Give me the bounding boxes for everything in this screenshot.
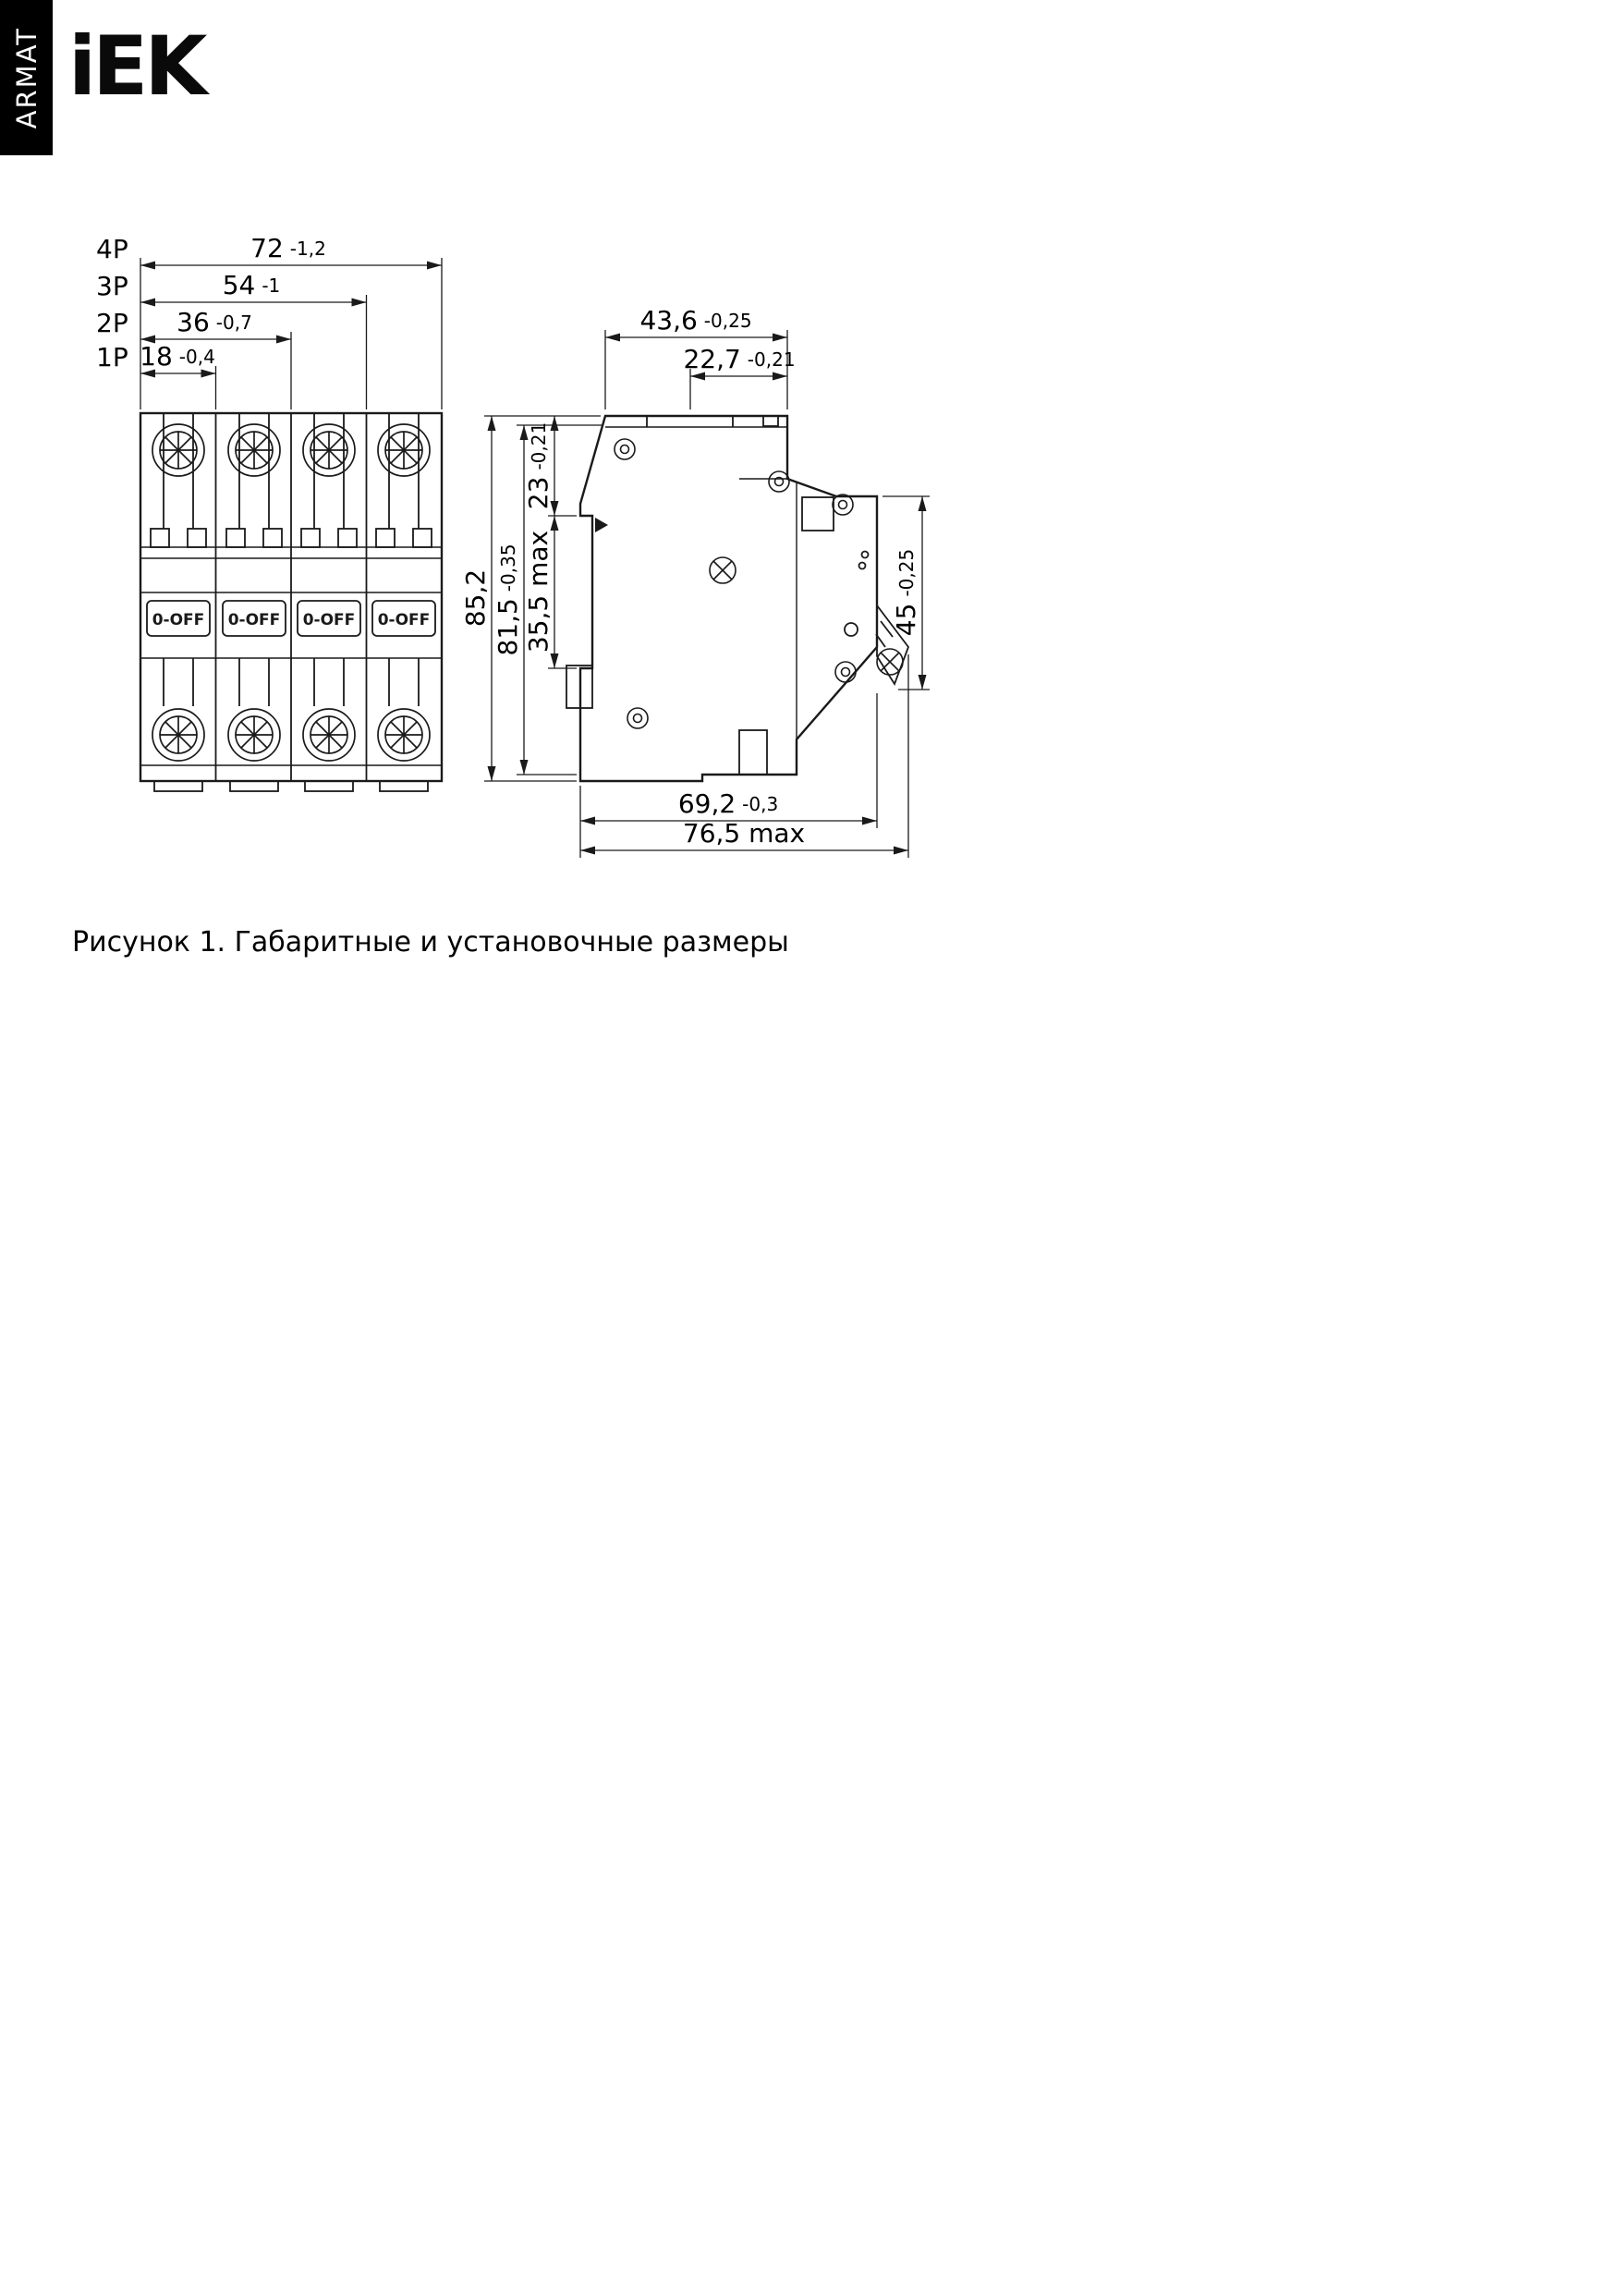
dim-back-offset: 23-0,21	[523, 422, 554, 509]
rivet	[709, 556, 736, 584]
dim-top-width: 43,6-0,25	[639, 305, 751, 336]
din-clip	[566, 665, 593, 709]
rivet	[832, 494, 854, 516]
dim-body-height: 81,5-0,35	[493, 543, 523, 655]
dim-depth: 69,2-0,3	[678, 788, 778, 819]
pole-label-2p: 2P	[96, 308, 128, 338]
mount-foot	[153, 780, 203, 792]
figure-caption: Рисунок 1. Габаритные и установочные раз…	[72, 926, 789, 959]
rivet	[614, 438, 636, 460]
terminal-screw	[377, 708, 431, 762]
pole-1	[146, 413, 211, 792]
pole-label-1p: 1P	[96, 342, 128, 372]
terminal-screw	[152, 708, 205, 762]
front-window	[801, 496, 834, 531]
dim-upper-width: 22,7-0,21	[683, 344, 795, 374]
dim-front-height: 45-0,25	[891, 549, 921, 636]
bottom-slot	[738, 729, 768, 776]
front-view	[139, 411, 444, 792]
lever	[876, 603, 910, 687]
toggle-handle	[222, 600, 286, 637]
brand-sidebar: ARMAT	[0, 0, 53, 155]
toggle-labels: 0-OFF 0-OFF 0-OFF 0-OFF	[152, 611, 431, 629]
rivet	[834, 661, 857, 683]
toggle-label: 0-OFF	[303, 611, 356, 629]
toggle-label: 0-OFF	[152, 611, 205, 629]
pole-2	[222, 413, 286, 792]
dim-total-height: 85,2	[460, 569, 491, 627]
pole-4	[371, 413, 436, 792]
brand-logo: iEK	[68, 18, 207, 114]
dimension-drawing: 4P 3P 2P 1P 72-1,2 54-1 36-0,7 18-0,4 43…	[96, 233, 930, 858]
dim-width-1p: 18-0,4	[140, 341, 215, 372]
toggle-handle	[146, 600, 211, 637]
dim-width-2p: 36-0,7	[177, 307, 252, 337]
dim-max-depth: 76,5 max	[683, 818, 805, 849]
terminal-screw	[302, 708, 356, 762]
terminal-screw	[302, 423, 356, 477]
pole-label-3p: 3P	[96, 271, 128, 301]
terminal-screw	[227, 708, 281, 762]
rail-catch	[595, 518, 608, 532]
dimension-lines	[140, 258, 930, 858]
toggle-handle	[297, 600, 361, 637]
side-view	[566, 414, 910, 783]
pole-label-4p: 4P	[96, 234, 128, 264]
mount-foot	[379, 780, 429, 792]
rivet	[627, 707, 649, 729]
pole-3	[297, 413, 361, 792]
toggle-label: 0-OFF	[228, 611, 281, 629]
terminal-screw	[152, 423, 205, 477]
dim-width-4p: 72-1,2	[250, 233, 326, 263]
dimension-arrows	[140, 261, 927, 855]
toggle-label: 0-OFF	[378, 611, 431, 629]
terminal-screw	[377, 423, 431, 477]
terminal-screw	[227, 423, 281, 477]
side-body-outline	[578, 414, 879, 783]
dimension-labels: 4P 3P 2P 1P 72-1,2 54-1 36-0,7 18-0,4 43…	[96, 233, 921, 849]
rivet	[768, 470, 790, 493]
mount-foot	[229, 780, 279, 792]
toggle-handle	[371, 600, 436, 637]
dim-rail-height: 35,5 max	[523, 531, 554, 653]
dim-width-3p: 54-1	[223, 270, 281, 300]
mount-foot	[304, 780, 354, 792]
